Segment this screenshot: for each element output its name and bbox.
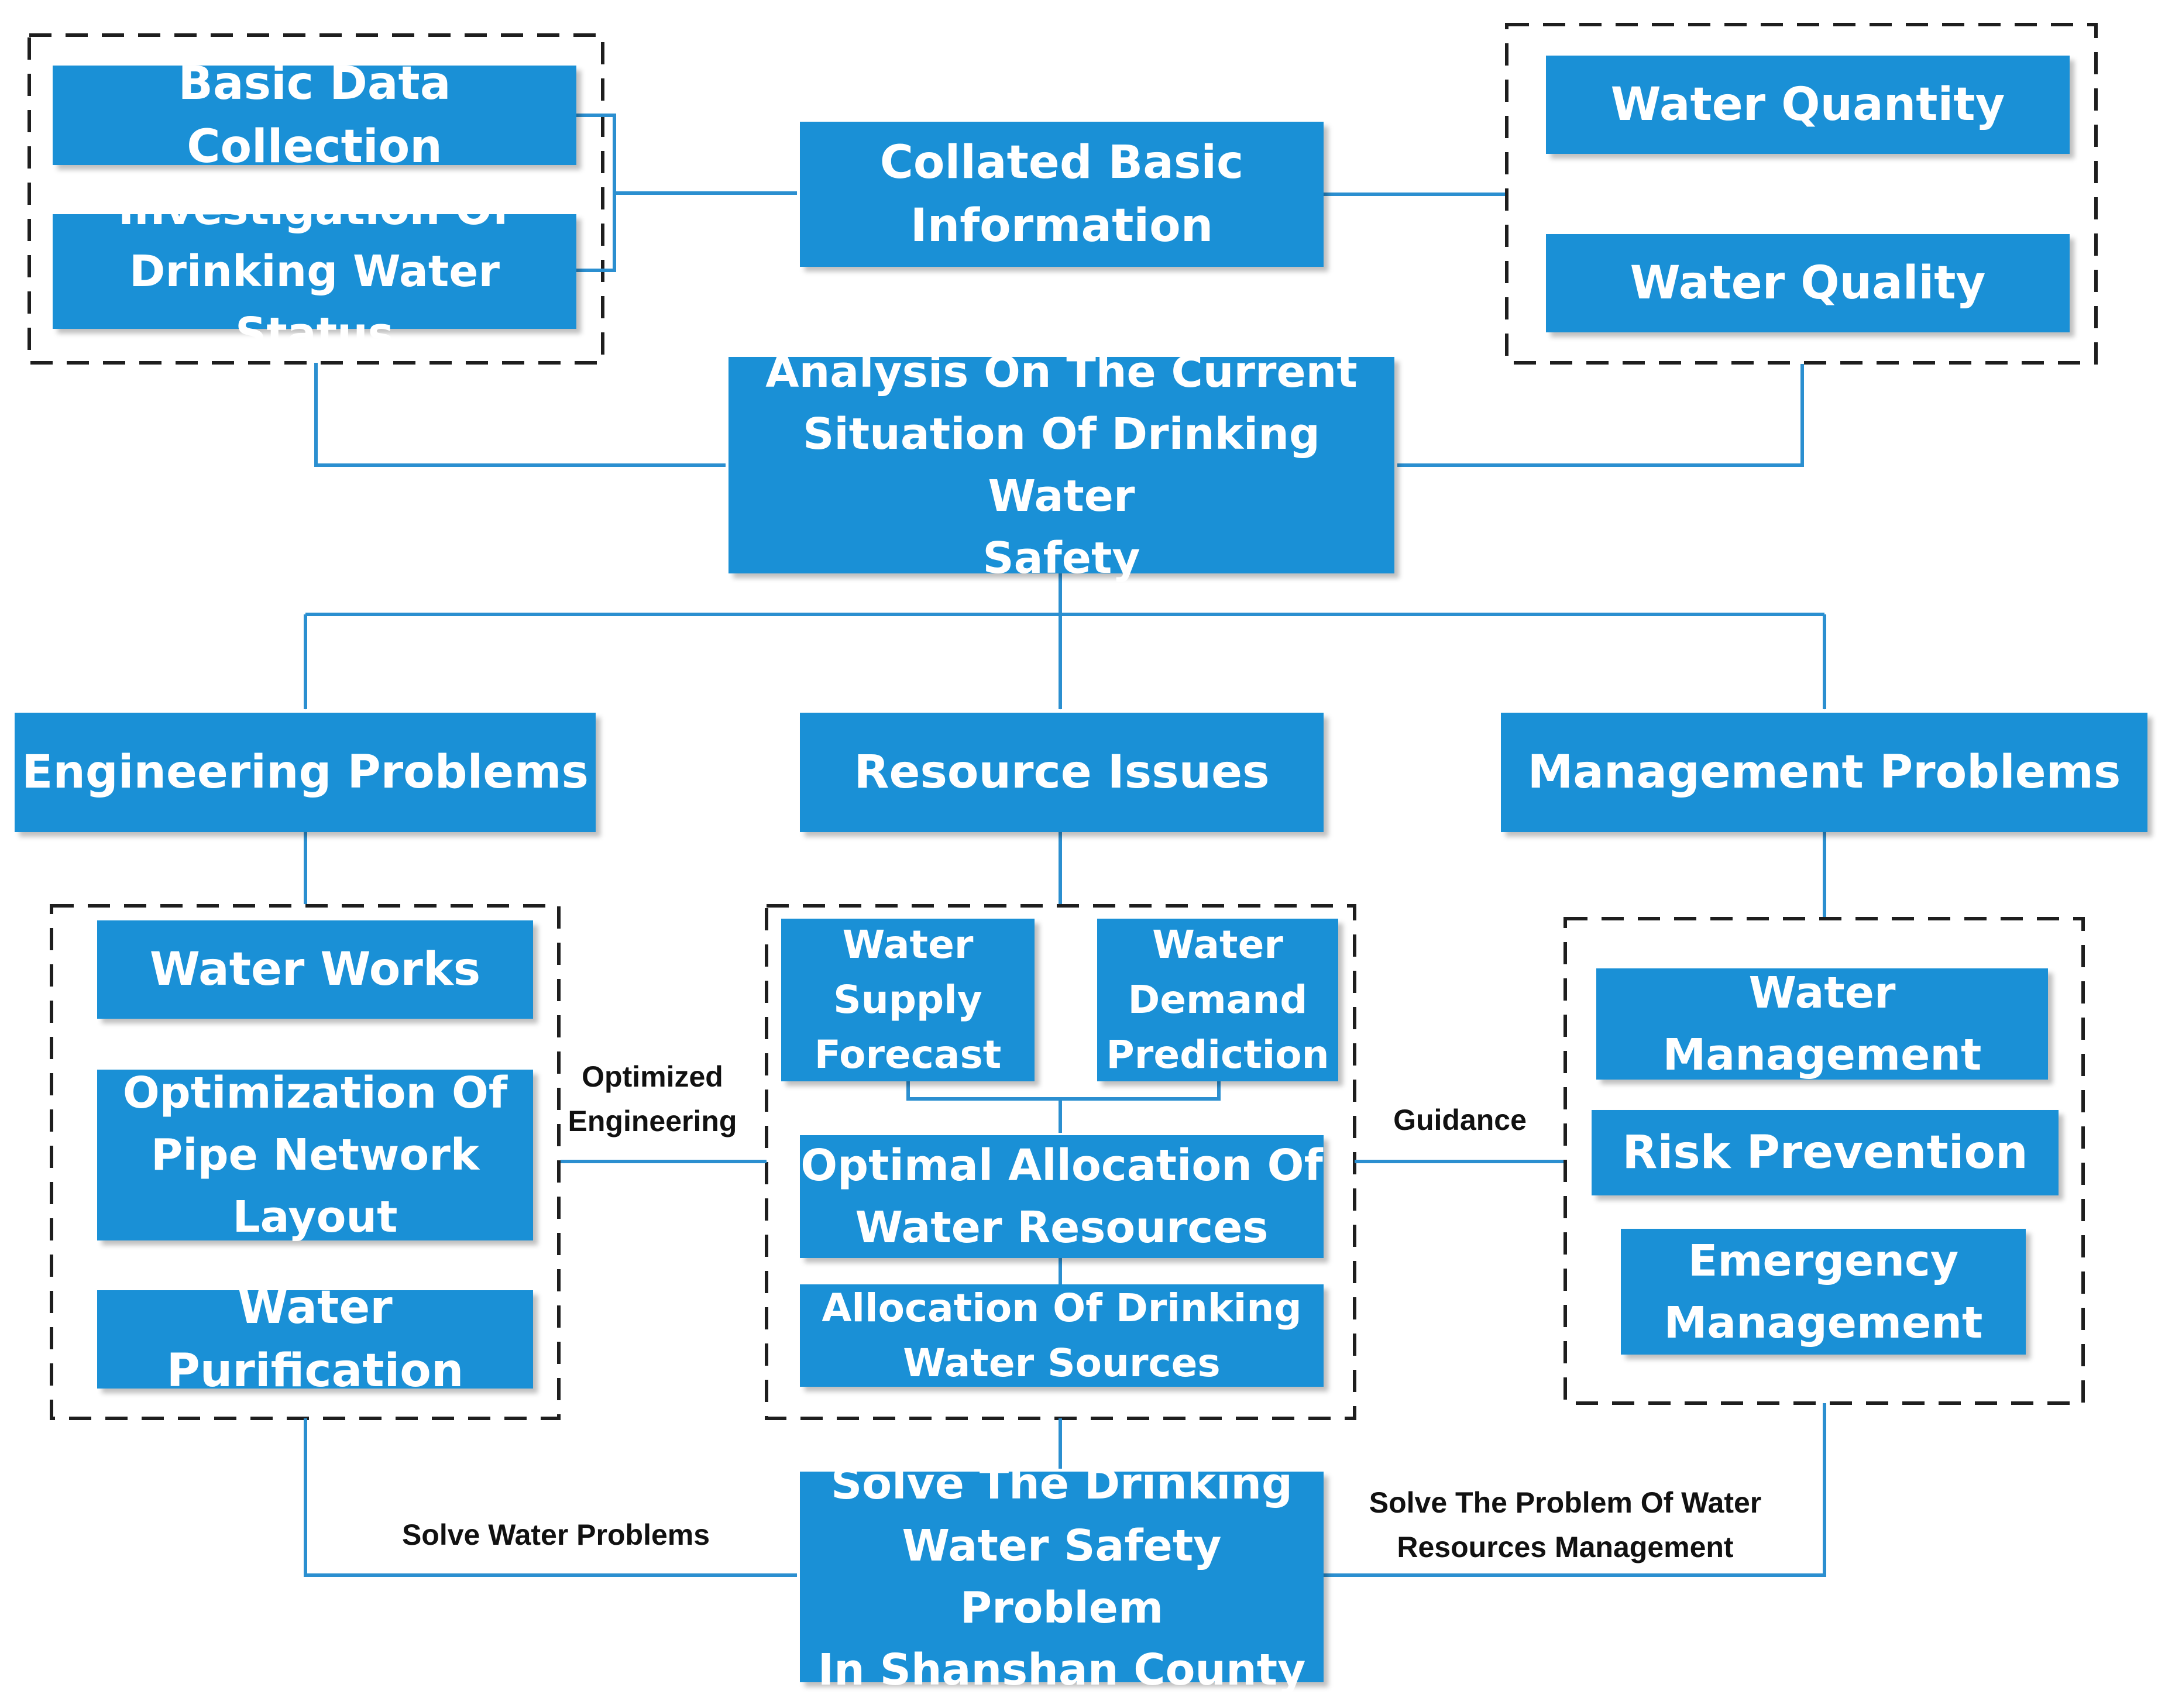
connector-water-to-analysis bbox=[1397, 364, 1804, 467]
connector-engineering-to-final bbox=[304, 1418, 798, 1577]
water-demand-prediction-box: Water Demand Prediction bbox=[1097, 919, 1338, 1081]
water-management-box: Water Management bbox=[1596, 968, 2048, 1080]
basic-data-collection-box: Basic Data Collection bbox=[53, 57, 576, 173]
water-quantity-box: Water Quantity bbox=[1546, 56, 2070, 154]
management-problems-box: Management Problems bbox=[1501, 713, 2147, 832]
optimal-allocation-box: Optimal Allocation Of Water Resources bbox=[800, 1135, 1324, 1258]
connector-management-to-final bbox=[1323, 1403, 1826, 1577]
optimized-engineering-label: Optimized Engineering bbox=[568, 1060, 737, 1137]
analysis-current-situation-box: Analysis On The Current Situation Of Dri… bbox=[729, 347, 1394, 583]
water-supply-forecast-box: Water Supply Forecast bbox=[781, 919, 1035, 1081]
water-works-box: Water Works bbox=[97, 920, 533, 1019]
investigation-status-box: Investigation Of Drinking Water Status bbox=[53, 184, 576, 359]
group-frame-management bbox=[1563, 917, 2085, 1405]
emergency-management-box: Emergency Management bbox=[1621, 1229, 2026, 1355]
pipe-network-optimization-box: Optimization Of Pipe Network Layout bbox=[97, 1068, 533, 1242]
connector-inputs-to-analysis bbox=[314, 363, 726, 467]
solve-water-problems-label: Solve Water Problems bbox=[401, 1518, 710, 1551]
drinking-water-sources-allocation-box: Allocation Of Drinking Water Sources bbox=[800, 1284, 1324, 1387]
connector-inputs-bracket bbox=[576, 114, 616, 272]
engineering-problems-box: Engineering Problems bbox=[15, 713, 596, 832]
water-purification-box: Water Purification bbox=[97, 1281, 533, 1397]
water-quality-box: Water Quality bbox=[1546, 234, 2070, 332]
connector-forecast-merge bbox=[906, 1081, 1221, 1101]
solve-drinking-water-safety-box: Solve The Drinking Water Safety Problem … bbox=[800, 1459, 1324, 1695]
group-frame-inputs bbox=[28, 33, 604, 365]
group-frame-water bbox=[1505, 23, 2098, 365]
resource-issues-box: Resource Issues bbox=[800, 713, 1324, 832]
collated-basic-info-box: Collated Basic Information bbox=[800, 122, 1324, 267]
guidance-label: Guidance bbox=[1393, 1104, 1527, 1136]
solve-management-problem-label: Solve The Problem Of Water Resources Man… bbox=[1369, 1486, 1762, 1563]
risk-prevention-box: Risk Prevention bbox=[1592, 1110, 2059, 1195]
